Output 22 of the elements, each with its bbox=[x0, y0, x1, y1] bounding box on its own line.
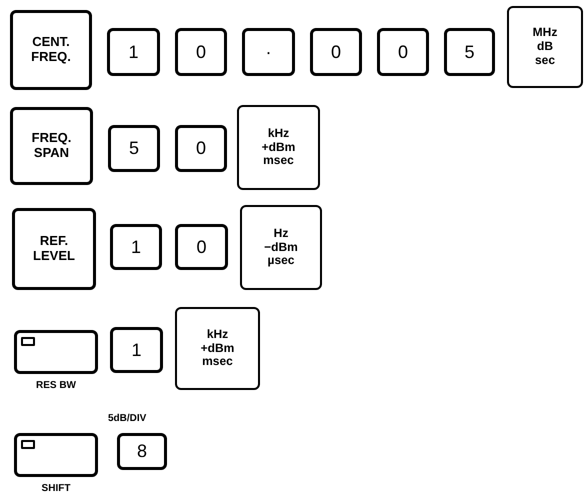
digit-key: 0 bbox=[310, 28, 362, 76]
unit-key: kHz +dBm msec bbox=[237, 105, 320, 190]
unit-key: kHz +dBm msec bbox=[175, 307, 260, 390]
key-label: SHIFT bbox=[40, 483, 72, 494]
function-key: REF. LEVEL bbox=[12, 208, 96, 290]
function-key: FREQ. SPAN bbox=[10, 107, 93, 185]
digit-key: 0 bbox=[175, 125, 227, 172]
shift-function-label: 5dB/DIV bbox=[108, 413, 146, 424]
unit-key: Hz −dBm µsec bbox=[240, 205, 322, 290]
function-key: CENT. FREQ. bbox=[10, 10, 92, 90]
digit-key: 0 bbox=[175, 28, 227, 76]
digit-key: 5 bbox=[108, 125, 160, 172]
digit-key: 8 bbox=[117, 433, 167, 470]
digit-key: 0 bbox=[175, 224, 228, 270]
unit-key: MHz dB sec bbox=[507, 6, 583, 88]
digit-key: 1 bbox=[107, 28, 160, 76]
digit-key: · bbox=[242, 28, 295, 76]
digit-key: 1 bbox=[110, 224, 162, 270]
digit-key: 0 bbox=[377, 28, 429, 76]
digit-key: 1 bbox=[110, 327, 163, 373]
key-label: RES BW bbox=[35, 380, 77, 391]
digit-key: 5 bbox=[444, 28, 495, 76]
